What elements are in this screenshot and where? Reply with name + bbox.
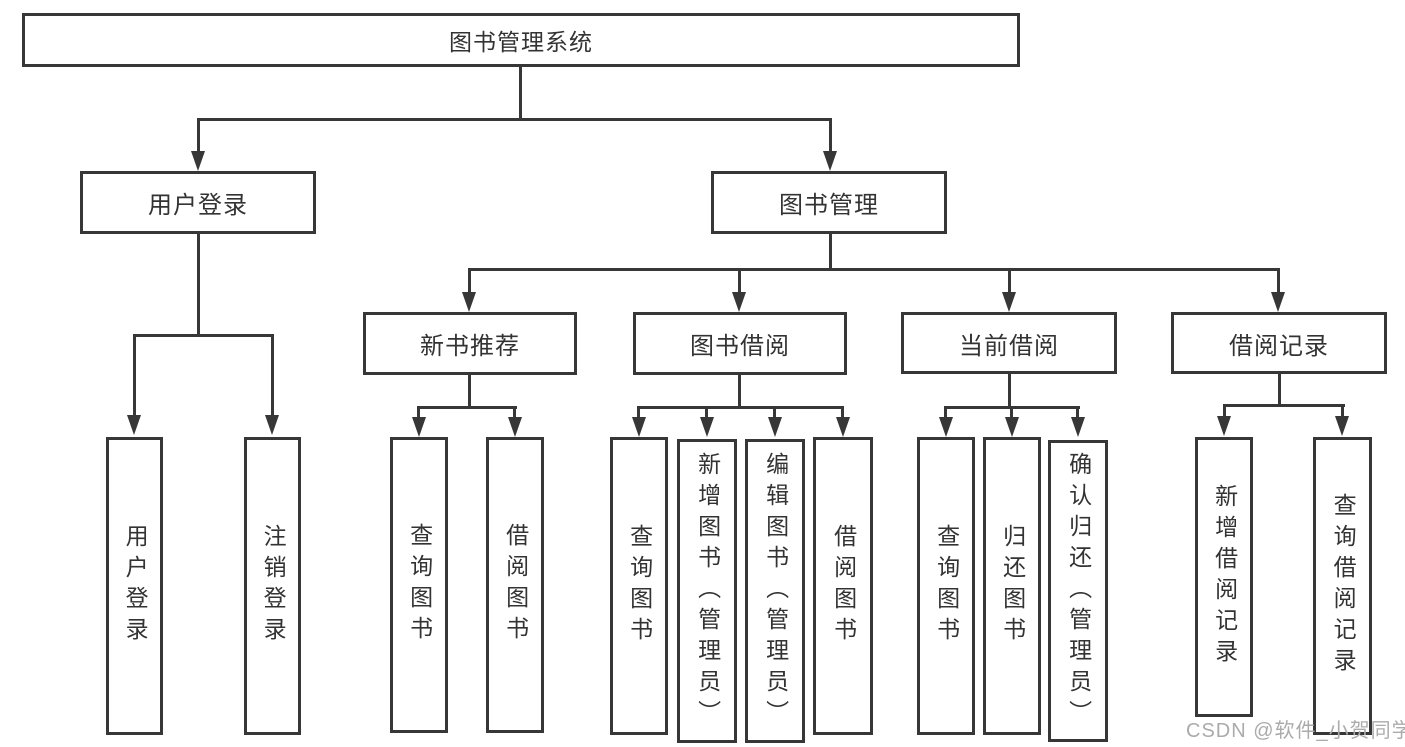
leaf-current-return-books: 归还图书 xyxy=(983,437,1041,735)
connector-newrec-horizontal xyxy=(417,406,517,409)
leaf-borrow-edit-books-admin-label: 编辑图书（管理员） xyxy=(762,451,789,731)
arrowhead-icon xyxy=(508,417,522,437)
leaf-borrow-query-books-label: 查询图书 xyxy=(626,524,653,648)
leaf-borrow-add-books-admin-label: 新增图书（管理员） xyxy=(694,451,721,731)
arrowhead-icon xyxy=(632,417,646,437)
leaf-newrec-borrow-books: 借阅图书 xyxy=(486,437,544,733)
connector-current-stem xyxy=(1008,374,1011,408)
arrowhead-icon xyxy=(1335,416,1349,436)
leaf-borrow-edit-books-admin: 编辑图书（管理员） xyxy=(745,439,805,743)
connector-leaf-drop xyxy=(468,268,471,294)
leaf-logout-label: 注销登录 xyxy=(260,524,287,648)
connector-leaf-drop xyxy=(513,406,516,420)
connector-leaf-drop xyxy=(1010,406,1013,420)
node-borrowing-records-label: 借阅记录 xyxy=(1229,332,1329,360)
arrowhead-icon xyxy=(823,151,837,171)
leaf-current-query-books: 查询图书 xyxy=(917,437,975,735)
node-current-borrowing: 当前借阅 xyxy=(901,312,1117,374)
node-book-borrowing-label: 图书借阅 xyxy=(690,333,790,360)
arrowhead-icon xyxy=(412,417,426,437)
leaf-user-login-label: 用户登录 xyxy=(122,524,149,648)
leaf-user-login: 用户登录 xyxy=(106,437,163,735)
node-book-management: 图书管理 xyxy=(711,171,947,234)
connector-book-management-horizontal xyxy=(468,268,1280,271)
leaf-current-confirm-return-admin: 确认归还（管理员） xyxy=(1048,440,1108,742)
arrowhead-icon xyxy=(768,417,782,437)
arrowhead-icon xyxy=(1271,292,1285,312)
connector-leaf-drop xyxy=(1008,268,1011,294)
arrowhead-icon xyxy=(1217,416,1231,436)
connector-leaf-drop xyxy=(944,406,947,420)
connector-leaf-drop xyxy=(1341,404,1344,418)
arrowhead-icon xyxy=(700,417,714,437)
node-current-borrowing-label: 当前借阅 xyxy=(959,332,1059,360)
node-user-login-label: 用户登录 xyxy=(148,192,248,219)
leaf-borrow-query-books: 查询图书 xyxy=(610,437,668,735)
arrowhead-icon xyxy=(191,151,205,171)
leaf-records-add-record: 新增借阅记录 xyxy=(1195,437,1253,717)
node-new-book-recommendation-label: 新书推荐 xyxy=(420,333,520,360)
arrowhead-icon xyxy=(1071,417,1085,437)
connector-book-management-stem xyxy=(829,234,832,270)
connector-records-stem xyxy=(1278,374,1281,406)
arrowhead-icon xyxy=(1005,417,1019,437)
csdn-watermark: CSDN @软件_小贺同学 xyxy=(1186,720,1405,742)
connector-leaf-drop xyxy=(841,406,844,420)
leaf-newrec-query-books-label: 查询图书 xyxy=(406,523,433,647)
connector-newrec-stem xyxy=(468,374,471,408)
leaf-records-query-record-label: 查询借阅记录 xyxy=(1330,493,1357,679)
leaf-newrec-query-books: 查询图书 xyxy=(390,437,448,733)
connector-leaf-drop xyxy=(417,406,420,420)
leaf-borrow-add-books-admin: 新增图书（管理员） xyxy=(677,439,737,743)
arrowhead-icon xyxy=(265,415,279,435)
connector-leaf-drop xyxy=(271,334,274,417)
connector-borrowing-horizontal xyxy=(637,406,844,409)
connector-leaf-drop xyxy=(133,334,136,417)
leaf-newrec-borrow-books-label: 借阅图书 xyxy=(502,523,529,647)
leaf-current-query-books-label: 查询图书 xyxy=(933,524,960,648)
connector-leaf-drop xyxy=(1076,406,1079,420)
node-borrowing-records: 借阅记录 xyxy=(1171,312,1387,374)
connector-user-login-horizontal xyxy=(133,334,274,337)
arrowhead-icon xyxy=(1002,292,1016,312)
connector-records-horizontal xyxy=(1223,404,1345,407)
leaf-borrow-borrow-books-label: 借阅图书 xyxy=(830,524,857,648)
node-library-system-label: 图书管理系统 xyxy=(449,29,593,55)
arrowhead-icon xyxy=(127,415,141,435)
connector-book-management-drop xyxy=(829,118,832,154)
leaf-records-add-record-label: 新增借阅记录 xyxy=(1211,484,1238,670)
leaf-borrow-borrow-books: 借阅图书 xyxy=(813,437,873,735)
node-library-system: 图书管理系统 xyxy=(22,13,1020,67)
node-book-borrowing: 图书借阅 xyxy=(633,312,847,375)
arrowhead-icon xyxy=(462,292,476,312)
arrowhead-icon xyxy=(836,417,850,437)
connector-leaf-drop xyxy=(1277,268,1280,294)
arrowhead-icon xyxy=(939,417,953,437)
leaf-current-return-books-label: 归还图书 xyxy=(999,524,1026,648)
connector-root-stem xyxy=(519,67,522,120)
connector-root-horizontal xyxy=(197,118,832,121)
connector-user-login-stem xyxy=(197,234,200,337)
connector-leaf-drop xyxy=(705,406,708,420)
node-new-book-recommendation: 新书推荐 xyxy=(363,312,577,375)
arrowhead-icon xyxy=(732,292,746,312)
connector-leaf-drop xyxy=(1223,404,1226,418)
leaf-current-confirm-return-admin-label: 确认归还（管理员） xyxy=(1065,451,1092,731)
connector-leaf-drop xyxy=(738,268,741,294)
connector-borrowing-stem xyxy=(738,374,741,408)
node-user-login: 用户登录 xyxy=(80,171,316,234)
connector-leaf-drop xyxy=(637,406,640,420)
connector-user-login-drop xyxy=(197,118,200,154)
leaf-logout: 注销登录 xyxy=(244,437,301,735)
leaf-records-query-record: 查询借阅记录 xyxy=(1313,437,1372,735)
connector-leaf-drop xyxy=(773,406,776,420)
node-book-management-label: 图书管理 xyxy=(779,192,879,219)
